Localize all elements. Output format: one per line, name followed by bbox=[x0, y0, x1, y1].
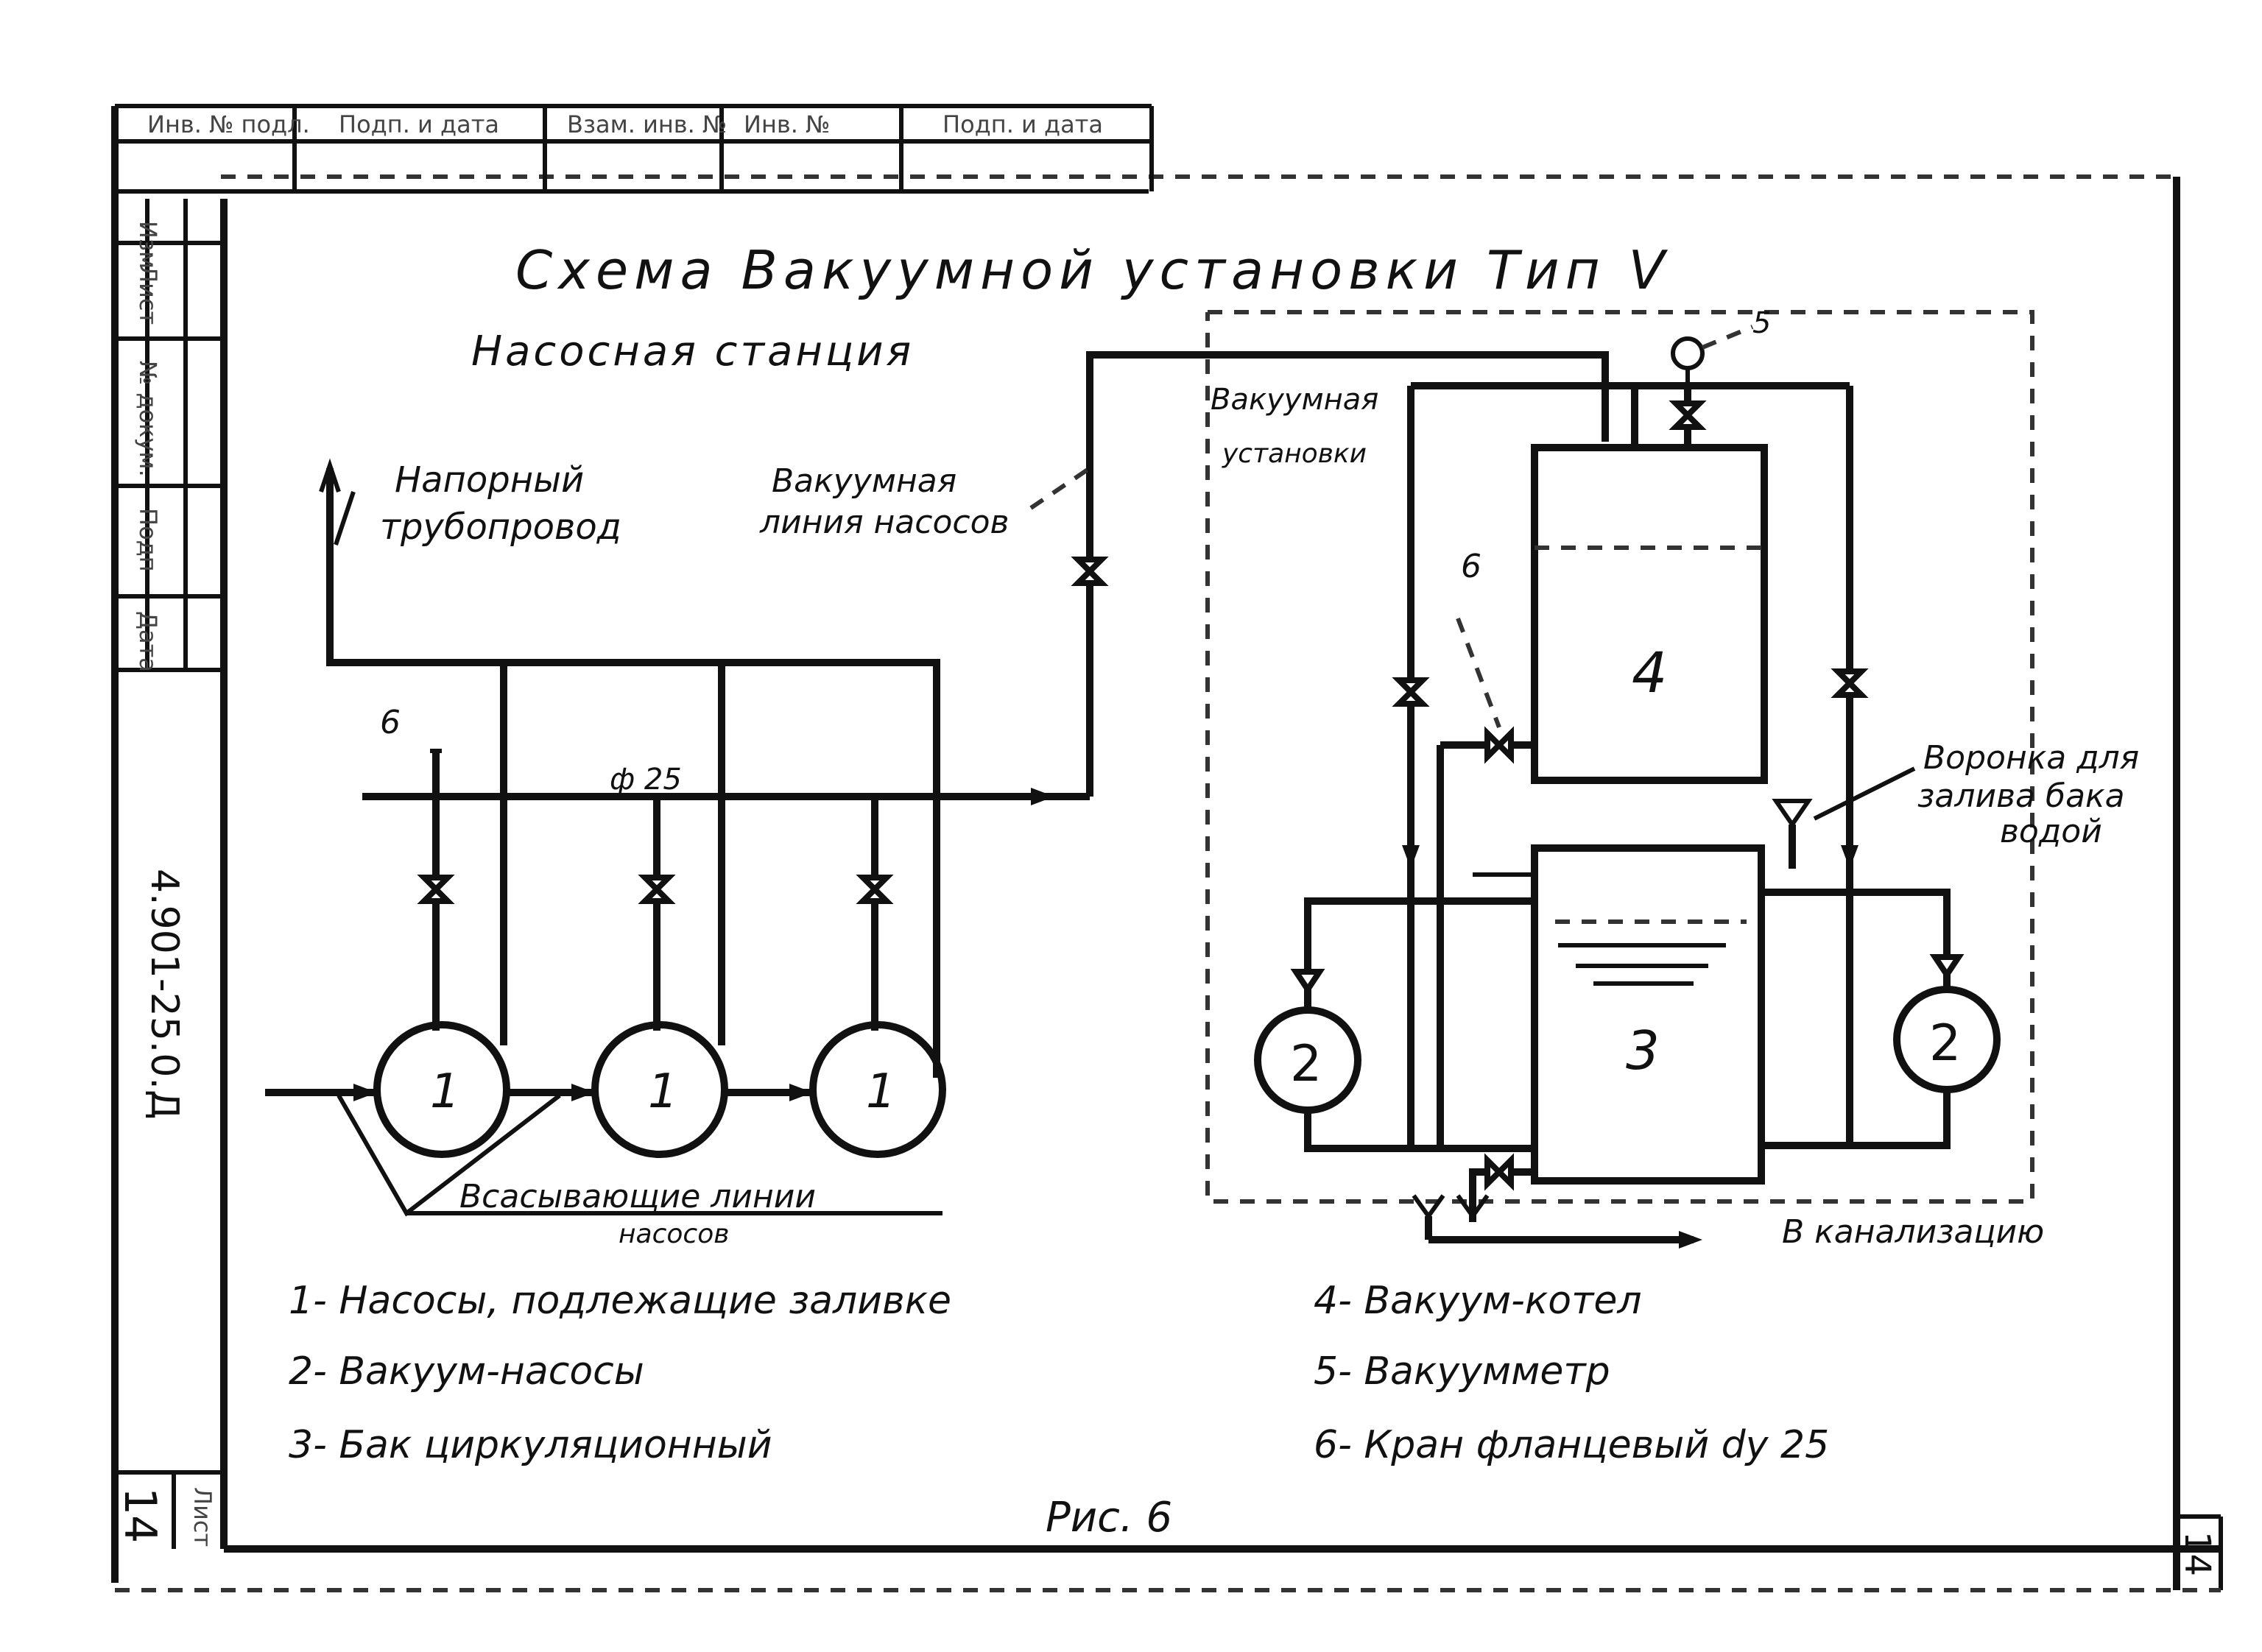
stamp-top-3: Взам. инв. № bbox=[567, 110, 727, 138]
funnel-label-3: водой bbox=[2000, 813, 2102, 850]
drawing-frame bbox=[111, 104, 2223, 1592]
stamp-top-1: Инв. № подл. bbox=[147, 110, 310, 138]
pressure-pipeline-label-2: трубопровод bbox=[380, 506, 621, 548]
legend-item-6: 6- Кран фланцевый dу 25 bbox=[1314, 1423, 1829, 1467]
pump-station-subtitle: Насосная станция bbox=[471, 328, 914, 375]
stamp-side-1: Изм bbox=[134, 221, 162, 269]
circulation-tank bbox=[1531, 844, 1765, 1185]
vacuum-line-label-2: линия насосов bbox=[759, 504, 1009, 541]
legend: 1- Насосы, подлежащие заливке 2- Вакуум-… bbox=[289, 1279, 1829, 1467]
vacuum-gauge-icon bbox=[1671, 336, 1705, 370]
suction-lines-label-1: Всасывающие линии bbox=[459, 1178, 816, 1215]
legend-item-2: 2- Вакуум-насосы bbox=[289, 1349, 644, 1394]
stamp-top-2: Подп. и дата bbox=[339, 110, 499, 138]
legend-item-3: 3- Бак циркуляционный bbox=[289, 1423, 772, 1467]
pump-station: 1 1 1 bbox=[265, 351, 1609, 1217]
gauge-reference: 5 bbox=[1752, 306, 1771, 340]
sheet-word: Лист bbox=[188, 1487, 216, 1547]
vacuum-pump-right-label: 2 bbox=[1929, 1014, 1961, 1073]
vacuum-installation-label-1: Вакуумная bbox=[1211, 383, 1378, 417]
figure-caption: Рис. 6 bbox=[1046, 1494, 1172, 1542]
stamp-side-2: Лист bbox=[134, 265, 162, 325]
vacuum-line-label-1: Вакуумная bbox=[772, 462, 956, 500]
pressure-pipeline-label-1: Напорный bbox=[395, 459, 584, 501]
vacuum-installation: 4 3 2 2 bbox=[1205, 310, 2034, 1249]
stamp-side-3: № докум. bbox=[134, 361, 162, 477]
stamp-top-5: Подп. и дата bbox=[942, 110, 1103, 138]
legend-item-1: 1- Насосы, подлежащие заливке bbox=[289, 1279, 951, 1323]
suction-lines-label-2: насосов bbox=[619, 1219, 729, 1249]
vacuum-installation-label-2: установки bbox=[1222, 439, 1367, 469]
funnel-label-1: Воронка для bbox=[1923, 739, 2139, 777]
tank-label: 3 bbox=[1626, 1020, 1660, 1081]
stamp-top-4: Инв. № bbox=[744, 110, 830, 138]
sheet-number-left: 14 bbox=[114, 1487, 166, 1543]
sheet-number-right: 14 bbox=[2177, 1531, 2218, 1576]
funnel-icon bbox=[1772, 799, 1813, 829]
document-code: 4.901-25.0.Д bbox=[142, 869, 186, 1120]
legend-item-4: 4- Вакуум-котел bbox=[1314, 1279, 1642, 1323]
pump-1-c-label: 1 bbox=[866, 1065, 896, 1119]
vacuum-pump-left-label: 2 bbox=[1290, 1035, 1322, 1093]
valve-reference-right: 6 bbox=[1461, 548, 1481, 585]
valve-reference-left: 6 bbox=[380, 704, 401, 741]
diameter-label: ф 25 bbox=[610, 763, 682, 797]
pump-1-a-label: 1 bbox=[430, 1065, 460, 1119]
boiler-label: 4 bbox=[1632, 640, 1667, 705]
diagram-title: Схема Вакуумной установки Тип V bbox=[515, 239, 1671, 301]
funnel-label-2: залива бака bbox=[1917, 777, 2125, 815]
stamp-side: Изм Лист № докум. Подп Дата Лист bbox=[134, 221, 216, 1547]
stamp-side-5: Дата bbox=[134, 611, 162, 672]
stamp-top: Инв. № подл. Подп. и дата Взам. инв. № И… bbox=[147, 110, 1103, 138]
stamp-side-4: Подп bbox=[134, 508, 162, 572]
pump-1-b-label: 1 bbox=[648, 1065, 678, 1119]
legend-item-5: 5- Вакуумметр bbox=[1314, 1349, 1610, 1394]
vacuum-boiler bbox=[1531, 444, 1768, 784]
drain-label: В канализацию bbox=[1782, 1213, 2044, 1251]
